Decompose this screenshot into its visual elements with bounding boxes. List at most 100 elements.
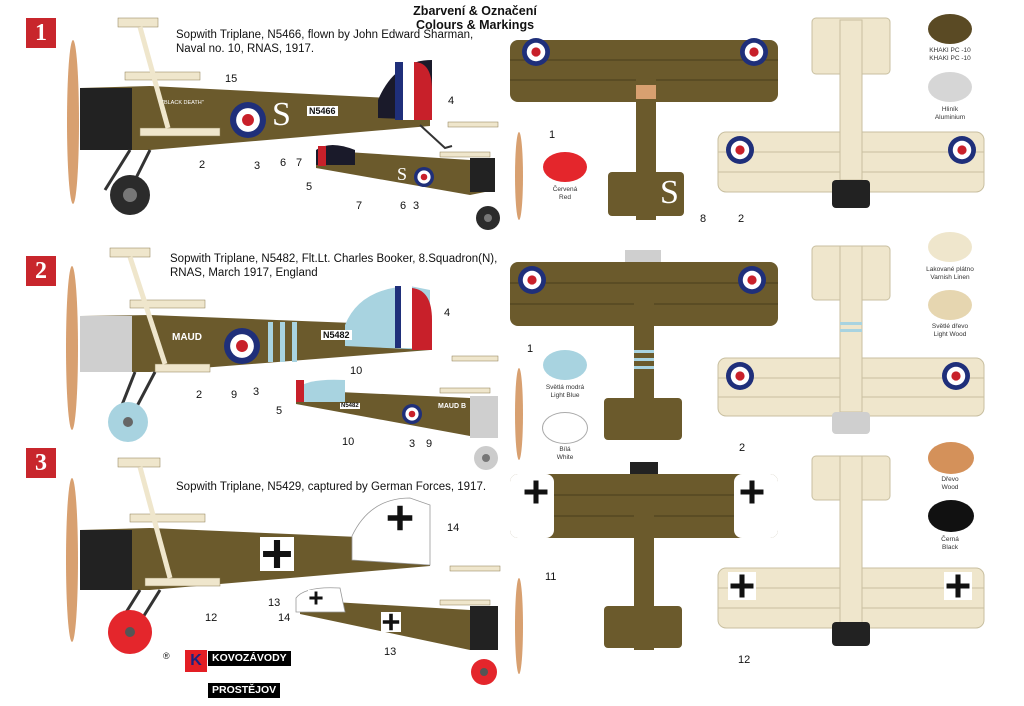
scheme-2-bottom-view [717,245,985,434]
swatch-black [928,500,974,532]
swatch-text: Red [559,193,571,201]
scheme-badge-3: 3 [26,448,56,478]
callout-number: 6 [400,200,407,212]
callout-number: 15 [225,73,238,85]
serial-number-s1: N5466 [307,106,338,116]
title-czech: Zbarvení & Označení [413,4,537,18]
logo-text-prostejov: PROSTĚJOV [208,683,281,698]
scheme-1-bottom-view [717,17,985,208]
callout-number: 11 [545,571,557,583]
swatch-text: Varnish Linen [930,273,970,281]
scheme-3-caption: Sopwith Triplane, N5429, captured by Ger… [176,480,486,494]
swatch-aluminium [928,72,972,102]
swatch-varnish-linen [928,232,972,262]
callout-number: 3 [253,386,260,398]
code-letter-large: S [272,96,291,133]
callout-number: 7 [356,200,363,212]
swatch-wood [928,442,974,474]
swatch-text: Light Wood [933,330,967,338]
callout-number: 7 [296,157,303,169]
callout-number: 14 [278,612,291,624]
name-art-maud-small: MAUD B [438,403,466,410]
callout-number: 6 [280,157,287,169]
callout-number: 9 [426,438,433,450]
scheme-2-side-view [66,247,432,442]
swatch-text: Hliník [941,106,959,113]
kovozavody-logo-mark: K [185,650,207,672]
swatch-light-blue [543,350,587,380]
serial-number-s2: N5482 [321,330,352,340]
code-letter-small: S [397,164,408,184]
callout-number: 5 [306,181,313,193]
scheme-3-side-view-small [295,565,523,685]
callout-number: 4 [444,307,451,319]
scheme-badge-2: 2 [26,256,56,286]
swatch-text: Black [942,543,958,551]
scheme-2-caption: Sopwith Triplane, N5482, Flt.Lt. Charles… [170,252,497,280]
caption-line: RNAS, March 1917, England [170,267,318,279]
callout-number: 13 [268,597,281,609]
callout-number: 4 [448,95,455,107]
callout-number: 8 [700,213,707,225]
propeller [67,40,79,204]
nose-art-black-death: "BLACK DEATH" [162,100,204,106]
swatch-text: White [556,453,574,461]
caption-line: Sopwith Triplane, N5466, flown by John E… [176,29,474,41]
registered-mark: ® [163,651,170,661]
caption-line: Sopwith Triplane, N5429, captured by Ger… [176,481,487,493]
swatch-text: Light Blue [550,391,580,399]
caption-line: Naval no. 10, RNAS, 1917. [176,43,315,55]
swatch-text: Světlé dřevo [931,323,969,330]
swatch-text: KHAKI PC -10 [929,54,971,62]
swatch-text: Wood [941,483,959,491]
callout-number: 14 [447,522,460,534]
callout-number: 3 [413,200,420,212]
callout-number: 2 [196,389,203,401]
aluminium-cowling [80,316,132,372]
callout-number: 2 [739,442,746,454]
tailplane [608,172,684,216]
serial-number-s2-small: N5482 [340,403,360,409]
swatch-text: Aluminium [934,113,966,121]
swatch-text: Bílá [559,446,571,453]
callout-number: 10 [342,436,355,448]
scheme-2-side-view-small [296,355,523,470]
scheme-1-side-view-small [316,121,523,230]
callout-number: 1 [549,129,556,141]
swatch-light-wood [928,290,972,320]
swatch-khaki [928,14,972,44]
callout-number: 2 [738,213,745,225]
callout-number: 1 [527,343,534,355]
swatch-red [543,152,587,182]
title-english: Colours & Markings [415,18,535,32]
scheme-3-top-view [510,462,778,650]
scheme-3-bottom-view [717,455,985,646]
scheme-1-caption: Sopwith Triplane, N5466, flown by John E… [176,28,473,56]
swatch-text: Lakované plátno [926,266,974,273]
callout-number: 12 [738,654,751,666]
callout-number: 2 [199,159,206,171]
code-letter-top: S [660,174,679,211]
swatch-text: Černá [941,536,959,543]
swatch-text: KHAKI PC -10 [929,47,971,54]
engine-cowling [80,88,132,150]
logo-text-kovozavody: KOVOZÁVODY [208,651,291,666]
callout-number: 10 [350,365,363,377]
sheet-title: Zbarvení & Označení Colours & Markings [360,4,590,32]
callout-number: 13 [384,646,397,658]
swatch-text: Dřevo [941,476,959,483]
callout-number: 3 [254,160,261,172]
caption-line: Sopwith Triplane, N5482, Flt.Lt. Charles… [170,253,498,265]
scheme-1-side-view [67,17,453,215]
swatch-white [542,412,588,444]
